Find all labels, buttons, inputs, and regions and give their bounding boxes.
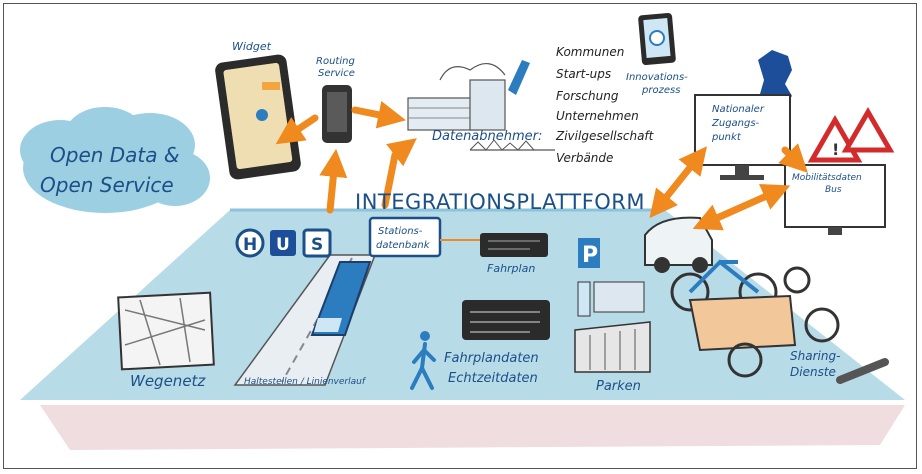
nap-label: Nationaler Zugangs- punkt: [711, 104, 765, 143]
innovation-process-label-2: prozess: [641, 85, 680, 96]
nap-label-line: Nationaler: [712, 104, 765, 115]
platform-shadow: [40, 405, 905, 450]
warning-signs-icon: !: [807, 107, 895, 163]
station-database-sign: [368, 216, 482, 258]
consumer-item: Start-ups: [556, 67, 611, 81]
arrow-platform-mobility: [692, 184, 791, 231]
svg-text:!: !: [832, 140, 839, 159]
routing-service-label-1: Routing: [316, 56, 355, 67]
arrow-platform-nap: [649, 146, 707, 219]
routing-service-icon: [322, 85, 352, 143]
stop-signs: H U S: [235, 228, 332, 258]
pedestrian-icon: [410, 331, 436, 390]
sharing-label-2: Dienste: [790, 365, 836, 379]
stops-label: Haltestellen / Linienverlauf: [244, 377, 367, 387]
stop-sign-u: U: [276, 235, 290, 255]
parking-sign-icon: P: [578, 238, 600, 268]
consumer-item: Forschung: [556, 89, 619, 103]
consumer-item: Zivilgesellschaft: [555, 129, 655, 143]
timetable-label: Fahrplan: [487, 262, 535, 275]
mobility-data-monitor: [784, 164, 886, 235]
widget-label: Widget: [232, 40, 272, 53]
national-access-point-monitor: [694, 94, 791, 180]
sharing-label-1: Sharing-: [790, 349, 840, 363]
stop-sign-s: S: [311, 235, 323, 255]
cloud-label-line2: Open Service: [40, 173, 174, 197]
sharing-car-icon: [644, 216, 713, 273]
smartphone-icon: [638, 12, 676, 66]
consumers-list: Kommunen Start-ups Forschung Unternehmen…: [555, 45, 655, 165]
nap-label-line: punkt: [711, 132, 742, 143]
arrow-platform-to-consumers: [381, 138, 417, 209]
innovation-process-label-1: Innovations-: [626, 72, 688, 83]
parking-sign-label: P: [582, 243, 598, 268]
bus-icon: [310, 261, 372, 336]
arrow-routing-to-widget: [275, 114, 319, 145]
mobility-data-line: Bus: [825, 185, 842, 195]
arrow-nap-mobility: [778, 143, 808, 173]
mobility-data-line: Mobilitätsdaten: [792, 173, 862, 183]
station-db-label-2: datenbank: [376, 240, 431, 251]
scooter-icon: [836, 358, 889, 384]
arrow-routing-to-consumers: [351, 100, 406, 129]
stop-sign-h: H: [243, 235, 257, 255]
timetable-board: [480, 233, 548, 257]
image-frame: [3, 3, 917, 469]
widget-tablet-icon: [215, 54, 301, 180]
cargo-bike-icon: [688, 266, 840, 378]
arrow-platform-to-routing: [319, 148, 348, 214]
realtime-label-1: Fahrplandaten: [444, 351, 539, 366]
consumer-item: Unternehmen: [556, 109, 639, 123]
nap-label-line: Zugangs-: [711, 118, 760, 129]
consumers-label: Datenabnehmer:: [432, 129, 542, 144]
platform-title: INTEGRATIONSPLATTFORM: [355, 190, 645, 214]
mobility-data-label: Mobilitätsdaten Bus: [792, 173, 862, 195]
parking-garage-icon: [574, 321, 651, 373]
realtime-board: [462, 300, 550, 340]
station-db-label-1: Stations-: [378, 226, 423, 237]
cloud-label-line1: Open Data &: [50, 143, 179, 167]
parking-label: Parken: [596, 379, 641, 394]
parking-meter-icon: [577, 281, 645, 317]
road-network-label: Wegenetz: [130, 372, 206, 390]
routing-service-label-2: Service: [318, 68, 355, 79]
consumer-item: Kommunen: [556, 45, 624, 59]
cloud-shape: [20, 107, 210, 213]
realtime-label-2: Echtzeitdaten: [448, 371, 538, 386]
data-flow-arrows: [275, 100, 808, 231]
road-network-map-icon: [117, 291, 215, 371]
consumer-item: Verbände: [556, 151, 613, 165]
consumers-building-icon: [407, 60, 555, 151]
